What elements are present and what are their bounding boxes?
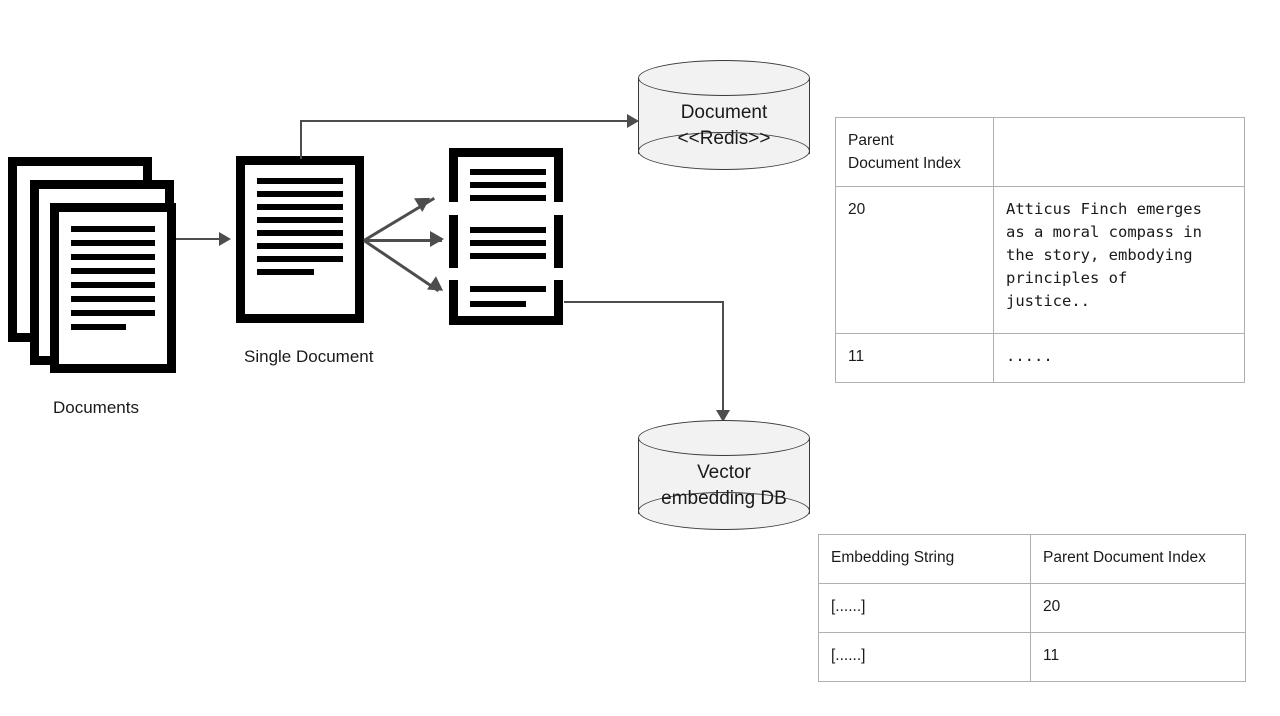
cylinder-bottom-ellipse	[638, 492, 810, 530]
chunk-line	[470, 253, 546, 259]
cell-parent-index: 11	[835, 333, 994, 383]
connector-line	[300, 120, 630, 122]
column-header-parent-document-index: Parent Document Index	[1030, 534, 1246, 584]
documents-caption: Documents	[53, 398, 139, 417]
document-stack-sheet-front	[50, 203, 176, 373]
chunk-3-node[interactable]	[449, 280, 563, 325]
cell-parent-index: 11	[1030, 632, 1246, 682]
chunk-line	[470, 227, 546, 233]
single-document-caption: Single Document	[244, 347, 374, 366]
chunk-line	[470, 301, 526, 307]
cylinder-top-ellipse	[638, 60, 810, 96]
vector-store-table: Embedding String Parent Document Index […	[818, 534, 1246, 682]
arrowhead-icon	[716, 410, 730, 422]
column-header-parent-document-index: Parent Document Index	[835, 117, 994, 187]
column-header-embedding-string: Embedding String	[818, 534, 1031, 584]
document-store-label: Document <<Redis>>	[638, 100, 810, 152]
cell-document-content: Atticus Finch emerges as a moral compass…	[993, 186, 1245, 334]
table-row: 11 .....	[835, 333, 1245, 383]
cell-parent-index: 20	[835, 186, 994, 334]
chunk-line	[470, 169, 546, 175]
single-document-node[interactable]	[236, 156, 364, 323]
table-row: [......] 11	[818, 632, 1246, 682]
arrowhead-icon	[627, 114, 639, 128]
chunk-2-node[interactable]	[449, 215, 563, 268]
table-row: 20 Atticus Finch emerges as a moral comp…	[835, 186, 1245, 334]
cell-embedding-string: [......]	[818, 583, 1031, 633]
arrowhead-icon	[430, 231, 444, 247]
chunk-1-node[interactable]	[449, 148, 563, 202]
document-store-label-line1: Document	[680, 102, 768, 123]
vector-store-label-line1: Vector	[697, 462, 751, 483]
connector-line	[722, 301, 724, 413]
arrowhead-icon	[427, 276, 448, 298]
connector-line	[564, 301, 724, 303]
table-row: [......] 20	[818, 583, 1246, 633]
chunk-line	[470, 195, 546, 201]
table-header-row: Embedding String Parent Document Index	[818, 534, 1246, 584]
cell-embedding-string: [......]	[818, 632, 1031, 682]
arrowhead-icon	[219, 232, 231, 246]
column-header-line2: Document Index	[848, 155, 961, 172]
cell-document-content: .....	[993, 333, 1245, 383]
connector-line	[363, 239, 440, 293]
connector-line	[364, 239, 442, 242]
table-header-row: Parent Document Index	[835, 117, 1245, 187]
document-store-label-line2: <<Redis>>	[677, 128, 771, 149]
chunk-line	[470, 286, 546, 292]
vector-store-label: Vector embedding DB	[638, 460, 810, 512]
column-header-content	[993, 117, 1245, 187]
document-store-table: Parent Document Index 20 Atticus Finch e…	[835, 117, 1245, 383]
document-store-node[interactable]: Document <<Redis>>	[638, 60, 810, 172]
cell-parent-index: 20	[1030, 583, 1246, 633]
cylinder-bottom-ellipse	[638, 132, 810, 170]
vector-store-node[interactable]: Vector embedding DB	[638, 420, 810, 532]
cylinder-top-ellipse	[638, 420, 810, 456]
vector-store-label-line2: embedding DB	[661, 488, 787, 509]
chunk-line	[470, 240, 546, 246]
connector-line	[300, 121, 302, 159]
document-lines	[245, 165, 355, 314]
column-header-line1: Parent	[848, 132, 894, 149]
document-lines	[59, 212, 167, 364]
connector-line	[176, 238, 220, 240]
chunk-line	[470, 182, 546, 188]
